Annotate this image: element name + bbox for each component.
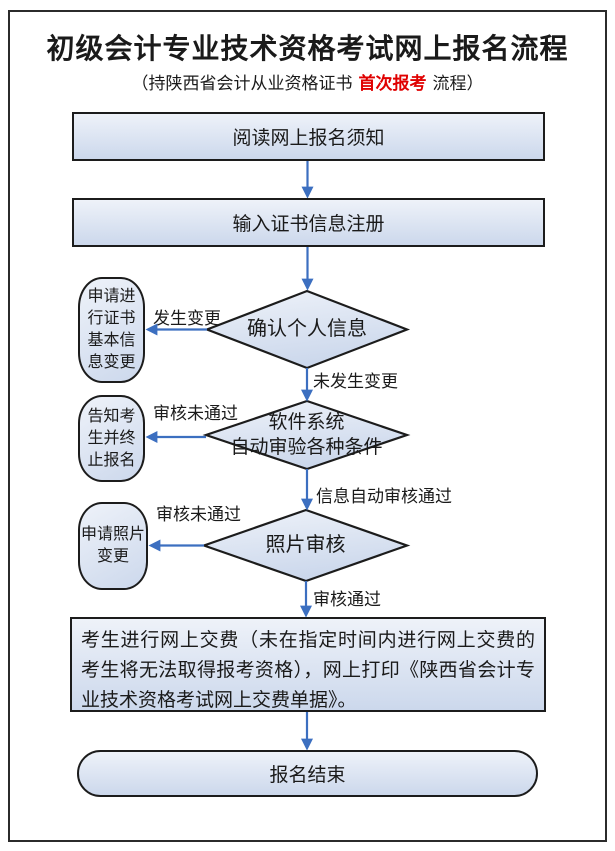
page-title: 初级会计专业技术资格考试网上报名流程 — [46, 34, 569, 65]
decision-auto-verify-label: 软件系统 自动审验各种条件 — [206, 401, 407, 469]
edge-label-auto-pass: 信息自动审核通过 — [316, 487, 452, 506]
step-finish: 报名结束 — [77, 750, 538, 797]
step-pay-online: 考生进行网上交费（未在指定时间内进行网上交费的考生将无法取得报考资格），网上打印… — [70, 617, 546, 712]
decision-photo-review-label: 照片审核 — [265, 534, 346, 556]
subtitle-highlight: 首次报考 — [358, 74, 427, 93]
edge-label-not-changed: 未发生变更 — [313, 372, 398, 391]
step-register-cert: 输入证书信息注册 — [72, 198, 545, 247]
decision-confirm-info-label: 确认个人信息 — [247, 318, 367, 340]
edge-label-review-failed-2: 审核未通过 — [156, 505, 241, 524]
page-subtitle: （持陕西省会计从业资格证书首次报考流程） — [0, 69, 615, 94]
step-cert-change: 申请进行证书基本信息变更 — [78, 277, 145, 383]
step-read-notice: 阅读网上报名须知 — [72, 112, 545, 161]
decision-auto-verify-line2: 自动审验各种条件 — [230, 437, 383, 458]
step-terminate: 告知考生并终止报名 — [78, 395, 145, 482]
edge-label-review-failed-1: 审核未通过 — [153, 404, 238, 423]
page-border — [8, 10, 607, 842]
edge-label-changed: 发生变更 — [153, 309, 221, 328]
edge-label-review-pass: 审核通过 — [313, 590, 381, 609]
subtitle-suffix: 流程） — [432, 74, 484, 93]
subtitle-prefix: （持陕西省会计从业资格证书 — [131, 74, 353, 93]
decision-auto-verify-line1: 软件系统 — [268, 412, 345, 433]
step-photo-change: 申请照片变更 — [78, 502, 148, 590]
